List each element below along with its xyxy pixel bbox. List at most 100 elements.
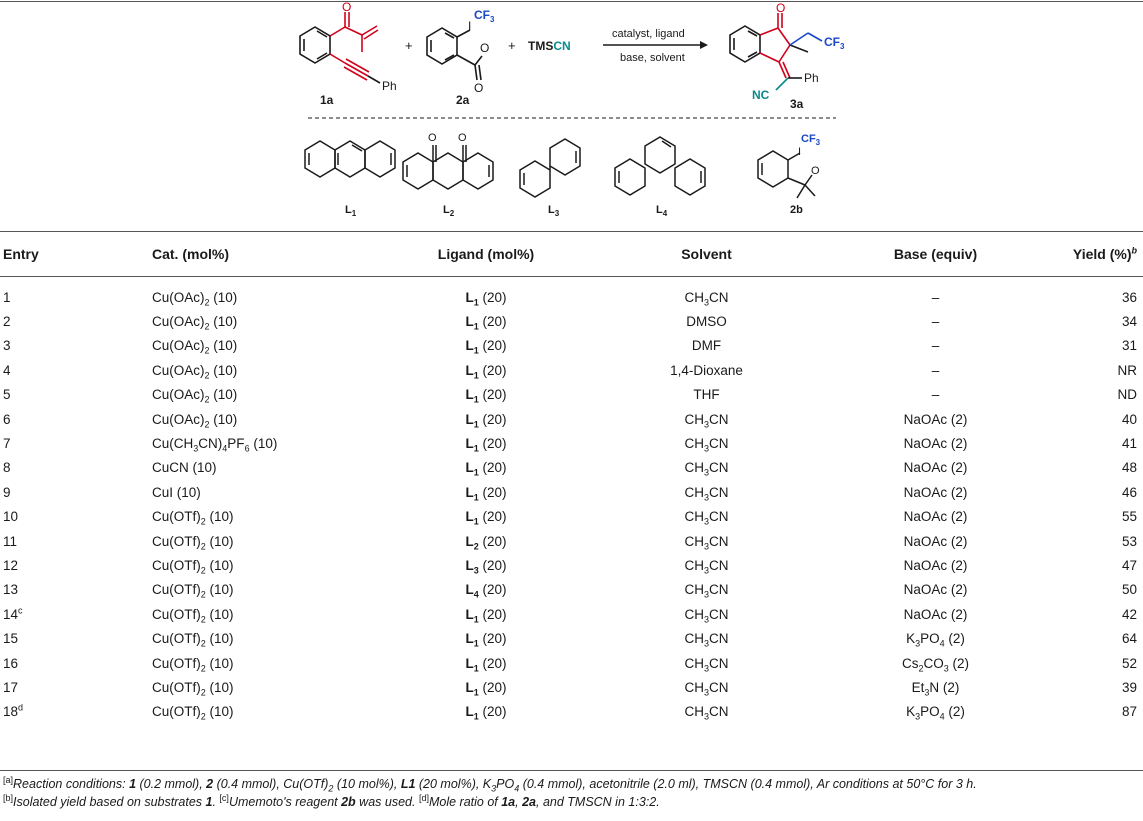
ligand-l2-label: L2	[443, 204, 455, 218]
cell-catalyst: Cu(OTf)2 (10)	[152, 631, 234, 649]
footnote-bcd: [b]Isolated yield based on substrates 1.…	[3, 793, 1138, 811]
cell-catalyst: Cu(OAc)2 (10)	[152, 338, 238, 357]
cell-ligand: L1 (20)	[465, 679, 507, 698]
cell-ligand: L1 (20)	[465, 387, 507, 405]
cell-yield: 53	[1121, 533, 1137, 549]
cell-ligand: L1 (20)	[465, 436, 507, 454]
cell-ligand: L1 (20)	[465, 606, 507, 625]
cell-solvent: CH3CN	[684, 289, 729, 308]
cell-base: –	[931, 362, 940, 378]
cell-entry: 1	[3, 289, 11, 305]
cell-base: NaOAc (2)	[903, 557, 968, 573]
cell-ligand: L3 (20)	[465, 557, 507, 576]
cell-ligand: L1 (20)	[465, 655, 507, 674]
cell-catalyst: Cu(OTf)2 (10)	[152, 655, 234, 674]
table-header-rule	[0, 276, 1143, 277]
cell-catalyst: Cu(CH3CN)4PF6 (10)	[152, 436, 278, 454]
cell-yield: 39	[1121, 679, 1137, 695]
ligand-l1-label: L1	[345, 204, 357, 218]
cell-solvent: CH3CN	[684, 704, 729, 723]
plus-sign-1: +	[405, 38, 413, 53]
header-solvent: Solvent	[681, 246, 732, 262]
cell-catalyst: Cu(OAc)2 (10)	[152, 289, 238, 308]
cell-base: NaOAc (2)	[903, 606, 968, 622]
cell-base: NaOAc (2)	[903, 509, 968, 525]
top-rule	[0, 1, 1143, 2]
cell-solvent: CH3CN	[684, 631, 729, 649]
umemoto-2b-label: 2b	[790, 204, 803, 216]
cell-yield: 47	[1121, 557, 1137, 573]
footnote-c: [c]Umemoto's reagent 2b was used.	[219, 792, 416, 809]
cell-catalyst: CuI (10)	[152, 484, 201, 500]
cell-catalyst: Cu(OTf)2 (10)	[152, 533, 234, 552]
cell-base: –	[931, 338, 940, 354]
phenyl-label: Ph	[382, 79, 397, 93]
cell-solvent: CH3CN	[684, 679, 729, 698]
cell-base: K3PO4 (2)	[906, 631, 965, 649]
cell-entry: 12	[3, 557, 19, 573]
ligand-l1-structure	[304, 140, 396, 178]
header-entry: Entry	[3, 246, 39, 262]
product-phenyl-label: Ph	[804, 71, 819, 85]
ligand-l4-structure	[614, 136, 706, 196]
cell-solvent: CH3CN	[684, 460, 729, 479]
cell-ligand: L1 (20)	[465, 362, 507, 381]
cell-solvent: THF	[693, 387, 720, 403]
cell-ligand: L2 (20)	[465, 533, 507, 552]
ligand-l2-structure	[402, 145, 494, 190]
conditions-bottom: base, solvent	[620, 52, 685, 64]
cell-solvent: CH3CN	[684, 509, 729, 527]
product-o-label: O	[776, 1, 785, 15]
cell-entry: 4	[3, 362, 11, 378]
2b-cf3-label: CF3	[801, 133, 821, 147]
cell-entry: 17	[3, 679, 19, 695]
cell-yield: 34	[1121, 314, 1137, 330]
cell-solvent: DMF	[691, 338, 722, 354]
cell-catalyst: Cu(OTf)2 (10)	[152, 679, 234, 698]
ligand-l3-label: L3	[548, 204, 560, 218]
cell-solvent: CH3CN	[684, 533, 729, 552]
ligand-l4-label: L4	[656, 204, 668, 218]
cell-ligand: L1 (20)	[465, 704, 507, 723]
cell-yield: 55	[1121, 509, 1137, 525]
cell-ligand: L1 (20)	[465, 314, 507, 332]
cell-solvent: CH3CN	[684, 582, 729, 601]
cell-entry: 11	[3, 533, 18, 549]
cell-catalyst: Cu(OTf)2 (10)	[152, 606, 234, 625]
cell-yield: 64	[1121, 631, 1137, 647]
header-base: Base (equiv)	[893, 246, 978, 262]
cell-ligand: L1 (20)	[465, 338, 507, 357]
cell-catalyst: Cu(OAc)2 (10)	[152, 314, 238, 332]
tmscn-label: TMSCN	[528, 39, 571, 53]
cell-catalyst: Cu(OTf)2 (10)	[152, 557, 234, 576]
cell-base: Cs2CO3 (2)	[901, 655, 970, 674]
2b-o-label: O	[811, 165, 820, 177]
cell-entry: 8	[3, 460, 11, 476]
cell-ligand: L1 (20)	[465, 460, 507, 479]
cell-base: –	[931, 387, 940, 403]
cell-base: NaOAc (2)	[903, 436, 968, 452]
cell-ligand: L1 (20)	[465, 631, 507, 649]
reaction-arrowhead	[700, 41, 708, 49]
umemoto-reagent-2b-structure	[757, 150, 816, 199]
table-header-row: Entry Cat. (mol%) Ligand (mol%) Solvent …	[0, 232, 1143, 276]
substrate-1a-structure	[299, 12, 381, 84]
iodine-label: I	[468, 19, 471, 33]
cell-solvent: CH3CN	[684, 436, 729, 454]
footnote-a: [a]Reaction conditions: 1 (0.2 mmol), 2 …	[3, 774, 977, 794]
cell-base: NaOAc (2)	[903, 411, 968, 427]
cell-yield: 40	[1121, 411, 1137, 427]
cf3-label-3a: CF3	[824, 35, 845, 51]
cell-yield: 46	[1121, 484, 1137, 500]
